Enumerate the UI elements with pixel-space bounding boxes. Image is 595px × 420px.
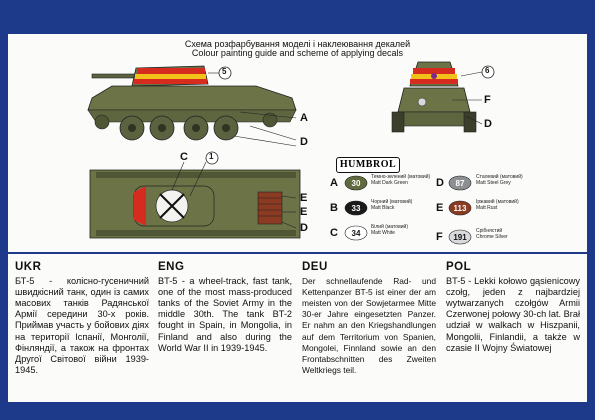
column-title: DEU <box>302 261 328 273</box>
code-d: 87 <box>456 179 465 188</box>
callout-1-circle <box>205 151 219 165</box>
callout-6: 6 <box>485 66 490 75</box>
column-text: BT-5 - Lekki kołowo gąsienicowy czołg, j… <box>446 276 580 353</box>
paint-en-d: Matt Steel Grey <box>476 179 511 186</box>
paint-letter-d: D <box>436 177 444 189</box>
column-text: BT-5 - a wheel-track, fast tank, one of … <box>158 276 292 353</box>
swatch-c <box>344 225 368 241</box>
stripe-red-top <box>137 68 205 74</box>
column-text: БТ-5 - колісно-гусеничний швидкісний тан… <box>15 276 149 375</box>
paint-letter-b: B <box>330 202 338 214</box>
paint-ua-b: Чорний (матовий) <box>371 199 413 205</box>
callout-a-side: A <box>300 112 308 124</box>
paint-ua-e: Іржавий (матовий) <box>476 199 519 205</box>
paint-en-a: Matt Dark Green <box>371 179 408 186</box>
callout-e-top-2: E <box>300 206 308 218</box>
paint-en-f: Chrome Silver <box>476 233 508 240</box>
callout-d-top: D <box>300 222 308 234</box>
paint-ua-d: Сталевий (матовий) <box>476 174 523 180</box>
swatch-a <box>344 175 368 191</box>
right-track <box>463 111 477 133</box>
column-eng: ENG BT-5 - a wheel-track, fast tank, one… <box>158 261 292 354</box>
humbrol-logo: HUMBROL <box>336 157 400 173</box>
paint-name-e: Іржавий (матовий)Matt Rust <box>476 199 519 211</box>
stripe-yellow <box>135 74 206 79</box>
swatch-b <box>344 200 368 216</box>
paint-ua-c: Білий (матовий) <box>371 224 408 230</box>
paint-en-b: Matt Black <box>371 204 395 211</box>
section-divider <box>8 252 587 254</box>
callout-d-side: D <box>300 136 308 148</box>
paint-name-a: Темно-зелений (матовий)Matt Dark Green <box>371 174 431 186</box>
column-title: ENG <box>158 261 185 273</box>
swatch-e <box>448 200 472 216</box>
column-title: POL <box>446 261 472 273</box>
paint-en-e: Matt Rust <box>476 204 498 211</box>
paint-en-c: Matt White <box>371 229 395 236</box>
callout-f-front: F <box>484 94 491 106</box>
paint-letter-a: A <box>330 177 338 189</box>
road-wheels <box>94 112 278 141</box>
headlight-icon <box>417 97 427 107</box>
callout-c-top: C <box>180 151 188 163</box>
paint-name-b: Чорний (матовий)Matt Black <box>371 199 413 211</box>
paint-letter-c: C <box>330 227 338 239</box>
callout-5-circle <box>218 66 232 80</box>
paint-ua-f: Срібнястий <box>476 228 503 234</box>
code-c: 34 <box>352 229 361 238</box>
callout-e-top-1: E <box>300 192 308 204</box>
column-pol: POL BT-5 - Lekki kołowo gąsienicowy czoł… <box>446 261 580 354</box>
paint-ua-a: Темно-зелений (матовий) <box>371 174 431 180</box>
exhaust-grille <box>257 191 283 225</box>
paint-letter-f: F <box>436 231 443 243</box>
code-b: 33 <box>352 204 361 213</box>
stripe-red-bottom <box>134 79 207 84</box>
tank-front-view <box>391 61 483 133</box>
code-f: 191 <box>453 233 467 242</box>
column-title: UKR <box>15 261 42 273</box>
column-ukr: UKR БТ-5 - колісно-гусеничний швидкісний… <box>15 261 149 376</box>
tank-side-view <box>87 65 297 147</box>
code-a: 30 <box>352 179 361 188</box>
paint-name-c: Білий (матовий)Matt White <box>371 224 408 236</box>
purple-emblem <box>431 73 437 79</box>
tank-hull <box>87 85 297 111</box>
callout-d-front: D <box>484 118 492 130</box>
header-ukrainian: Схема розфарбування моделі і наклеювання… <box>184 39 411 49</box>
callout-1: 1 <box>209 152 214 161</box>
tank-gun <box>91 73 141 79</box>
callout-6-circle <box>481 65 495 79</box>
paint-letter-e: E <box>436 202 444 214</box>
swatch-f <box>448 229 472 245</box>
tank-top-view <box>89 161 301 239</box>
swatch-d <box>448 175 472 191</box>
column-text: Der schnellaufende Rad- und Kettenpanzer… <box>302 276 436 375</box>
header-english: Colour painting guide and scheme of appl… <box>191 48 404 58</box>
column-deu: DEU Der schnellaufende Rad- und Kettenpa… <box>302 261 436 376</box>
paint-swatches: 30 33 34 87 113 191 <box>344 175 472 245</box>
left-track <box>391 111 405 133</box>
paint-name-d: Сталевий (матовий)Matt Steel Grey <box>476 174 523 186</box>
guide-header: Схема розфарбування моделі і наклеювання… <box>0 40 595 58</box>
code-e: 113 <box>454 204 467 213</box>
callout-5: 5 <box>222 67 227 76</box>
